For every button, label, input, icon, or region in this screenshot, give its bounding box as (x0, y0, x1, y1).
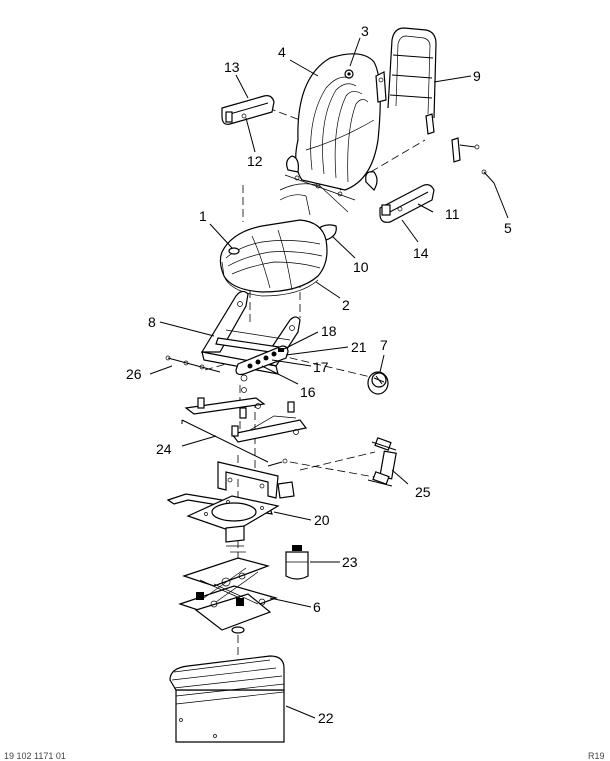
control-knob (367, 371, 389, 395)
callout-5: 5 (504, 220, 512, 236)
drawing-number: 19 102 1171 01 (4, 751, 66, 761)
shock-absorber (367, 437, 397, 487)
callout-3: 3 (361, 23, 369, 39)
bellows-cover (169, 655, 285, 743)
callout-6: 6 (313, 599, 321, 615)
scissor-suspension (178, 545, 278, 634)
callout-11: 11 (445, 206, 460, 222)
callout-10: 10 (353, 259, 369, 275)
callout-26: 26 (126, 366, 142, 382)
callout-2: 2 (342, 297, 350, 313)
callout-24: 24 (156, 441, 172, 457)
air-spring (285, 545, 309, 580)
callout-22: 22 (318, 710, 334, 726)
callout-1: 1 (199, 208, 207, 224)
headrest-frame (375, 27, 437, 135)
callout-8: 8 (148, 314, 156, 330)
callout-16: 16 (300, 384, 316, 400)
seat-cushion (219, 219, 328, 297)
adjustment-rod (165, 355, 221, 373)
seat-adjust-knob (228, 247, 240, 255)
callout-17: 17 (313, 359, 329, 375)
left-armrest (221, 95, 275, 125)
callout-20: 20 (314, 512, 330, 528)
headrest-adjust-knob (344, 69, 354, 79)
mounting-bracket (217, 458, 295, 499)
swivel-plate (166, 493, 280, 543)
slide-rails (181, 374, 308, 463)
callout-leaders (149, 37, 509, 719)
callout-7: 7 (380, 337, 388, 353)
callout-12: 12 (247, 153, 263, 169)
frame-screws (451, 137, 495, 184)
callout-25: 25 (415, 484, 431, 500)
callout-18: 18 (321, 323, 337, 339)
callout-labels: 3 4 9 13 12 11 14 5 10 1 2 8 18 21 17 16… (126, 23, 512, 726)
callout-21: 21 (351, 339, 367, 355)
callout-14: 14 (413, 245, 429, 261)
backrest-frame-wire (279, 174, 356, 216)
backrest-cushion (286, 53, 381, 191)
right-armrest (379, 184, 435, 223)
callout-4: 4 (278, 44, 286, 60)
callout-23: 23 (342, 554, 358, 570)
revision-mark: R19 (588, 751, 605, 761)
callout-9: 9 (473, 68, 481, 84)
control-switch-panel (235, 345, 289, 376)
callout-13: 13 (224, 59, 240, 75)
